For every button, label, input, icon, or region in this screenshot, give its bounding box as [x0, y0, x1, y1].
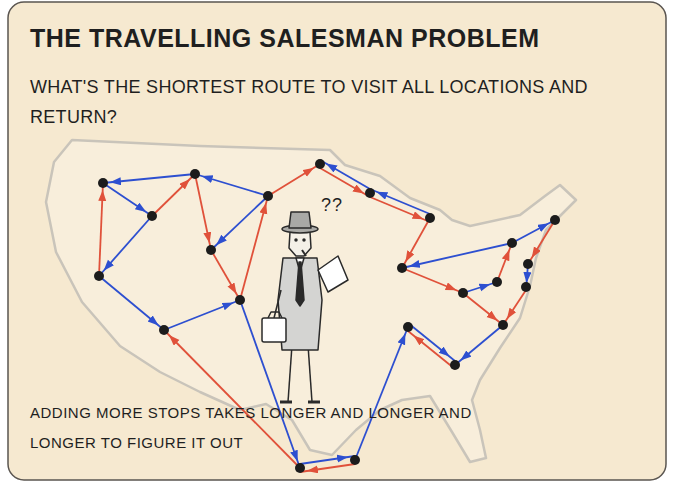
briefcase [262, 318, 286, 342]
salesman-shoes [280, 401, 320, 404]
route-arrow [503, 290, 526, 325]
route-arrow [463, 293, 503, 325]
route-arrow [103, 183, 152, 216]
stop-dot [498, 320, 508, 330]
stop-dot [295, 463, 305, 473]
salesman-tie [296, 262, 304, 306]
route-arrow [300, 464, 355, 472]
salesman-leg [308, 345, 312, 402]
briefcase-handle [268, 312, 282, 318]
salesman-leg [288, 345, 292, 402]
stop-dot [425, 213, 435, 223]
route-arrow [268, 164, 320, 196]
route-arrow [99, 183, 103, 276]
salesman-eye [303, 239, 305, 241]
stop-dot [350, 455, 360, 465]
route-arrow [408, 323, 455, 361]
stop-dot [492, 277, 502, 287]
route-arrow [370, 189, 430, 214]
salesman-hat-crown [289, 212, 311, 228]
route-arrow [528, 220, 555, 264]
stop-dot [263, 191, 273, 201]
stop-dot [450, 360, 460, 370]
stop-dot [521, 282, 531, 292]
stop-dot [403, 322, 413, 332]
stop-dot [147, 211, 157, 221]
stop-dot [159, 325, 169, 335]
stop-dot [458, 288, 468, 298]
stop-dot [98, 178, 108, 188]
thought-marks: ?? [321, 194, 361, 216]
route-arrow [402, 268, 463, 293]
route-arrow [195, 174, 211, 250]
caption: ADDING MORE STOPS TAKES LONGER AND LONGE… [30, 398, 510, 458]
stop-dot [365, 188, 375, 198]
route-arrow [99, 216, 152, 276]
route-arrow [240, 196, 268, 300]
stop-dot [397, 263, 407, 273]
title: THE TRAVELLING SALESMAN PROBLEM [30, 22, 650, 55]
route-arrow [300, 456, 355, 464]
stop-dot [190, 169, 200, 179]
route-arrow [320, 160, 370, 189]
route-arrow [103, 174, 195, 183]
salesman-figure [262, 212, 348, 402]
card-frame [8, 2, 666, 480]
route-arrow [164, 300, 240, 330]
route-arrow [402, 218, 430, 268]
route-arrow [463, 282, 497, 293]
route-arrow [408, 331, 455, 369]
route-arrow [99, 276, 164, 330]
salesman-cigar [302, 250, 306, 256]
route-arrow [320, 168, 370, 197]
route-arrow [355, 327, 408, 460]
stop-dot [507, 238, 517, 248]
stop-dot [206, 245, 216, 255]
route-arrow [402, 243, 512, 268]
stop-dot [235, 295, 245, 305]
route-arrow [195, 174, 268, 196]
stop-dot [315, 159, 325, 169]
stop-dot [94, 271, 104, 281]
salesman-face [289, 232, 311, 256]
route-arrow [211, 250, 240, 300]
salesman-paper [318, 256, 348, 292]
route-arrow [211, 196, 268, 250]
route-arrow [152, 174, 195, 216]
route-arrow [455, 325, 503, 365]
route-arrow [497, 243, 512, 282]
salesman-eye [295, 239, 297, 241]
stop-dot [550, 215, 560, 225]
subtitle: WHAT'S THE SHORTEST ROUTE TO VISIT ALL L… [30, 72, 655, 132]
stop-dot [523, 259, 533, 269]
